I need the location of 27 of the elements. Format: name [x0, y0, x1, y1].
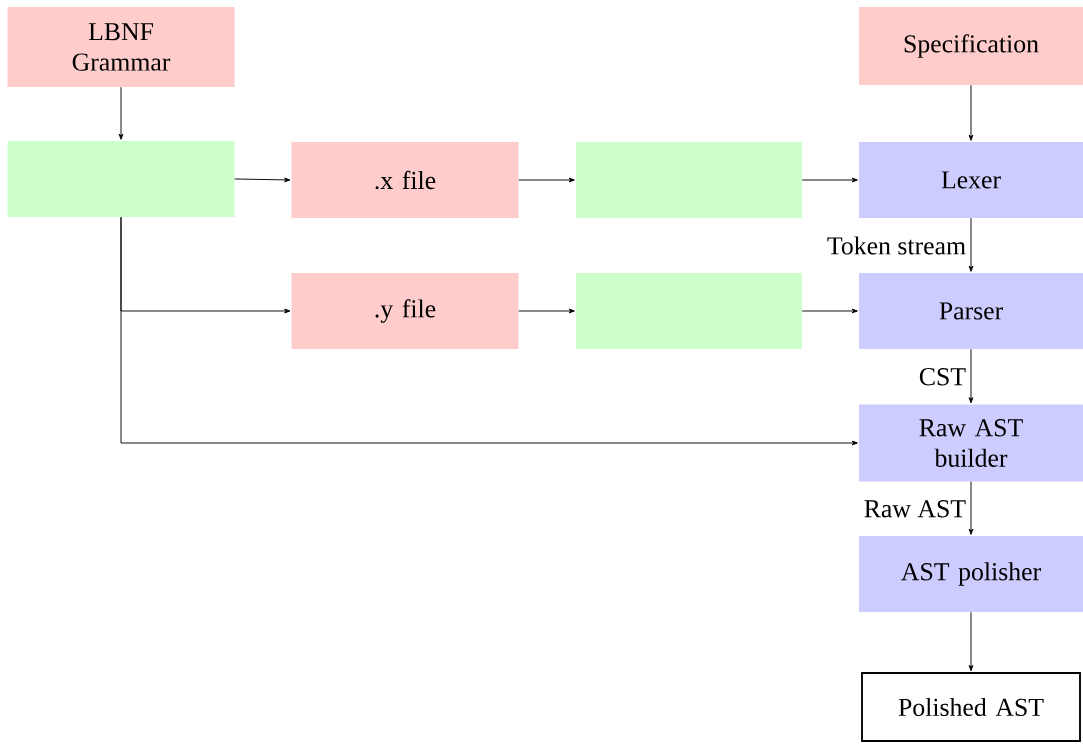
arrow [968, 217, 974, 272]
process-box: LBNF Grammar [7, 7, 235, 87]
arrow [801, 177, 858, 183]
process-box: Raw AST builder [859, 404, 1083, 482]
arrow [234, 177, 291, 183]
process-box: Lexer [859, 142, 1083, 218]
arrow [518, 308, 575, 314]
arrow [968, 481, 974, 535]
process-box: Parser [859, 273, 1083, 349]
edge-label: CST [917, 366, 968, 387]
process-box: AST polisher [859, 536, 1083, 612]
process-box: .y file [291, 273, 519, 349]
tool-box [576, 273, 802, 349]
arrow [801, 308, 858, 314]
arrow [968, 348, 974, 404]
process-box: Specification [859, 7, 1083, 85]
edge-label: Token stream [825, 235, 968, 256]
edge-label: Raw AST [862, 498, 968, 519]
arrow [518, 177, 575, 183]
process-box: .x file [291, 142, 519, 218]
arrow [120, 216, 858, 446]
tool-box [7, 141, 235, 217]
arrow [968, 611, 974, 672]
arrow [968, 84, 974, 141]
arrow [118, 86, 124, 140]
output-box: Polished AST [861, 672, 1081, 742]
tool-box [576, 142, 802, 218]
